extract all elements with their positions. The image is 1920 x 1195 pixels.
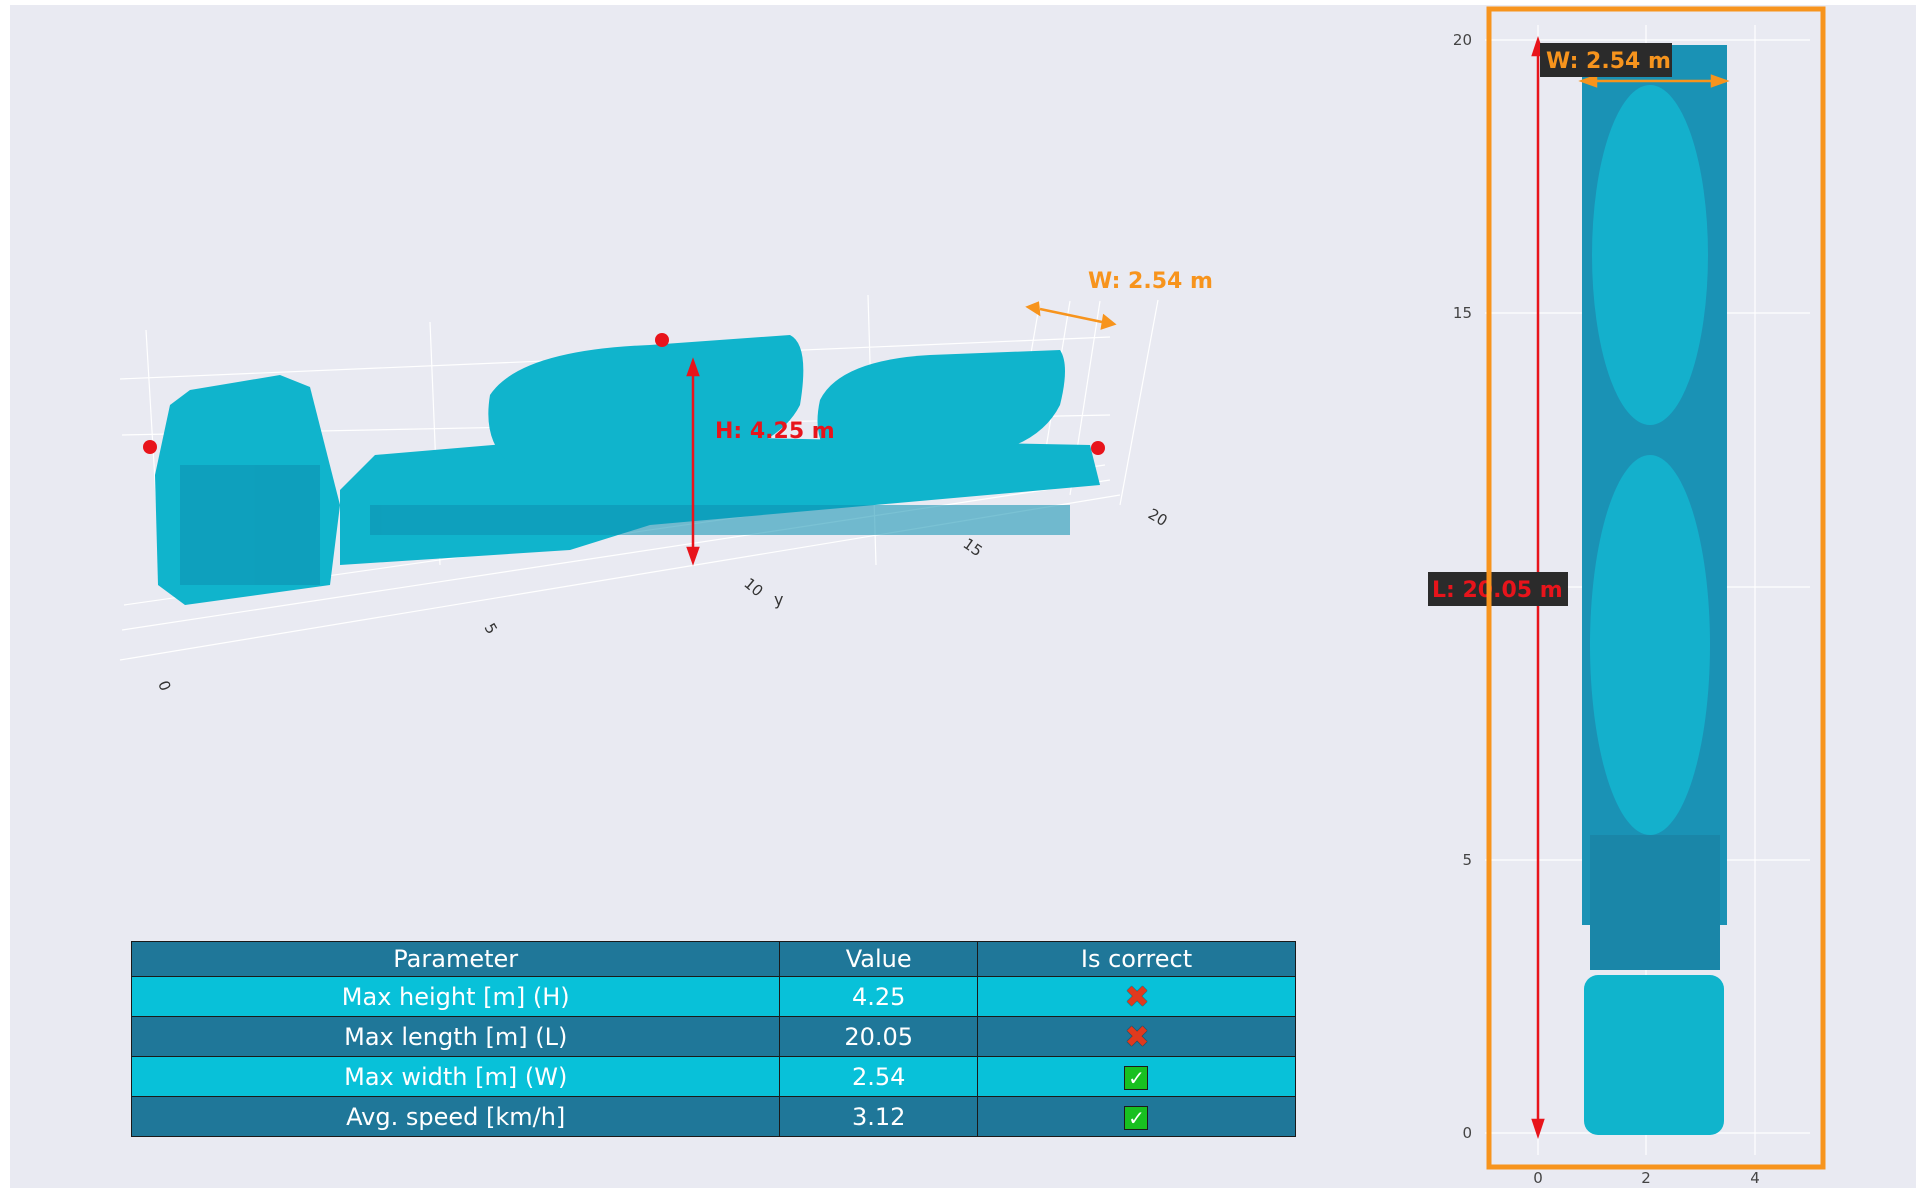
top-view-frame [1486, 6, 1826, 1170]
top-y-tick: 20 [1453, 31, 1472, 49]
parameter-cell: Max height [m] (H) [130, 976, 781, 1017]
height-arrow [686, 357, 700, 566]
parameter-cell: Avg. speed [km/h] [130, 1096, 781, 1137]
correct-cell: ✓ [976, 1056, 1297, 1097]
truck-shading [180, 465, 1070, 585]
plot-canvas: H: 4.25 m W: 2.54 m 0 5 10 15 20 y [10, 5, 1916, 1188]
cross-icon: ✖ [1124, 1019, 1150, 1055]
width-arrow-top [1578, 74, 1730, 88]
correct-cell: ✖ [976, 1016, 1297, 1057]
top-view[interactable]: W: 2.54 m L: 20.05 m 20 15 5 0 0 2 4 [10, 5, 1916, 1188]
cross-icon: ✖ [1124, 979, 1150, 1015]
value-cell: 3.12 [779, 1096, 978, 1137]
table-row: Max height [m] (H) 4.25 ✖ [130, 976, 1297, 1017]
table-row: Avg. speed [km/h] 3.12 ✓ [130, 1096, 1297, 1137]
column-header: Parameter [130, 941, 781, 977]
column-header: Value [779, 941, 978, 977]
top-x-tick: 2 [1641, 1169, 1651, 1187]
width-label-top: W: 2.54 m [1546, 49, 1671, 74]
column-header: Is correct [976, 941, 1297, 977]
value-cell: 2.54 [779, 1056, 978, 1097]
checkmark-icon: ✓ [1124, 1065, 1149, 1090]
top-x-ticks: 0 2 4 [1533, 1169, 1760, 1187]
table-header-row: Parameter Value Is correct [130, 941, 1297, 977]
length-label: L: 20.05 m [1432, 578, 1563, 603]
value-cell: 4.25 [779, 976, 978, 1017]
parameter-cell: Max length [m] (L) [130, 1016, 781, 1057]
top-y-tick: 15 [1453, 304, 1472, 322]
width-arrow-3d [1025, 301, 1117, 330]
width-label-3d: W: 2.54 m [1088, 269, 1213, 294]
top-x-tick: 0 [1533, 1169, 1543, 1187]
length-label-bg [1428, 572, 1568, 606]
parameter-cell: Max width [m] (W) [130, 1056, 781, 1097]
table-row: Max length [m] (L) 20.05 ✖ [130, 1016, 1297, 1057]
parameter-table: Parameter Value Is correct Max height [m… [130, 941, 1297, 1137]
top-y-ticks: 20 15 5 0 [1453, 31, 1472, 1142]
y-axis-title: y [774, 590, 783, 609]
truck-top-cloud [1582, 45, 1727, 1135]
width-label-bg [1540, 43, 1672, 77]
top-x-tick: 4 [1750, 1169, 1760, 1187]
table-row: Max width [m] (W) 2.54 ✓ [130, 1056, 1297, 1097]
correct-cell: ✖ [976, 976, 1297, 1017]
checkmark-icon: ✓ [1124, 1105, 1149, 1130]
height-label: H: 4.25 m [715, 419, 835, 444]
correct-cell: ✓ [976, 1096, 1297, 1137]
value-cell: 20.05 [779, 1016, 978, 1057]
scene-3d[interactable]: H: 4.25 m W: 2.54 m 0 5 10 15 20 y [10, 5, 1260, 725]
extreme-points [143, 333, 1105, 455]
top-y-tick: 0 [1462, 1124, 1472, 1142]
top-y-tick: 5 [1462, 851, 1472, 869]
